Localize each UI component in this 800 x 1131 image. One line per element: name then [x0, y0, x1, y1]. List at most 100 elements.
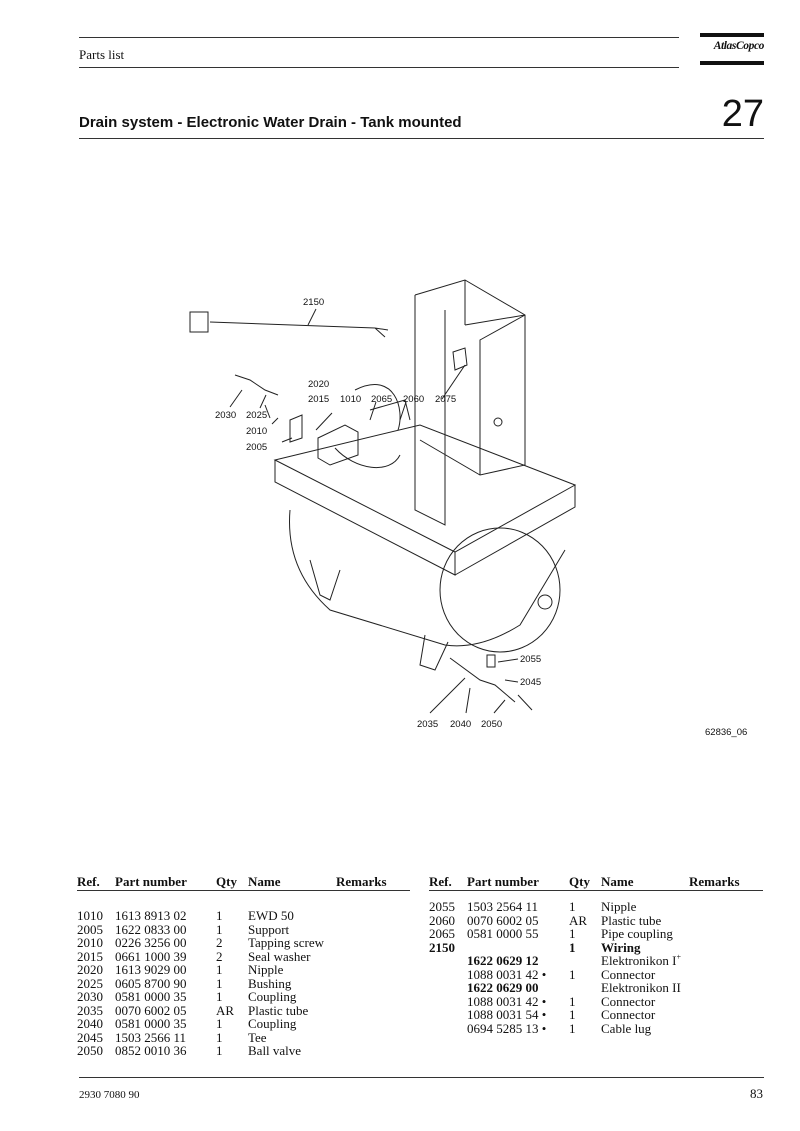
cell-qty: 2 [216, 935, 223, 950]
cell-qty: 1 [216, 1029, 223, 1045]
cell-ref [429, 954, 467, 968]
cell-part-number: 1622 0629 12 [467, 953, 539, 968]
table-header: Ref. Part number Qty Name Remarks [429, 874, 763, 891]
cell-qty [569, 954, 601, 968]
cell-part-number: 0605 8700 90 [115, 975, 187, 991]
cell-name: Nipple [601, 899, 637, 914]
cell-name: Connector [601, 993, 656, 1009]
cell-name: Elektronikon II [601, 980, 681, 995]
cell-name: Nipple [248, 962, 284, 977]
cell-remarks [689, 927, 763, 941]
callout-2045: 2045 [520, 677, 541, 688]
cell-name: Elektronikon I+ [601, 952, 681, 968]
cell-qty: 1 [216, 975, 223, 991]
cell-part-number: 0581 0000 35 [115, 1016, 187, 1031]
cell-remarks [689, 914, 763, 928]
callout-2065: 2065 [371, 394, 392, 405]
col-ref: Ref. [77, 874, 115, 891]
cell-remarks [689, 941, 763, 955]
cell-qty: 1 [216, 1043, 223, 1058]
cell-ref: 2030 [77, 989, 103, 1004]
figure-id: 62836_06 [705, 727, 747, 738]
column [414, 295, 446, 526]
cell-remarks [336, 1031, 410, 1045]
cell-ref: 2025 [77, 975, 103, 991]
footer-rule [79, 1077, 764, 1078]
table-row: 1622 0629 00 Elektronikon II [429, 981, 763, 995]
cell-ref [429, 995, 467, 1009]
col-part-number: Part number [115, 874, 216, 891]
callout-2040: 2040 [450, 719, 471, 730]
cell-part-number: 1622 0629 00 [467, 980, 539, 995]
page-number: 83 [750, 1086, 763, 1101]
drawing-callouts: 2150 2020 2015 1010 2065 2060 2075 2030 … [215, 297, 747, 738]
section-title: Drain system - Electronic Water Drain - … [79, 114, 462, 131]
cell-remarks [336, 950, 410, 964]
cell-remarks [336, 990, 410, 1004]
col-part-number: Part number [467, 874, 569, 891]
cell-part-number: 1613 8913 02 [115, 908, 187, 923]
cell-qty: 2 [216, 948, 223, 964]
cell-name: Tapping screw [248, 935, 324, 950]
doc-number: 2930 7080 90 [79, 1089, 140, 1101]
cell-ref [429, 1022, 467, 1036]
cell-ref: 2150 [429, 939, 455, 955]
brand-logo: AtlasCopco [713, 40, 765, 52]
cell-qty: 1 [216, 989, 223, 1004]
col-remarks: Remarks [689, 874, 763, 891]
cell-part-number: 1088 0031 42 • [467, 966, 547, 982]
logo-bar-top [700, 33, 764, 37]
cell-remarks [336, 977, 410, 991]
section-rule [79, 138, 764, 139]
drain-hose [354, 384, 401, 431]
cell-ref: 2005 [77, 921, 103, 937]
cell-qty: 1 [569, 926, 576, 941]
header-rule-top [79, 37, 679, 38]
cell-ref: 2050 [77, 1043, 103, 1058]
cell-ref [429, 968, 467, 982]
table-row: 1622 0629 12 Elektronikon I+ [429, 952, 763, 968]
cell-ref: 2040 [77, 1016, 103, 1031]
callout-2050: 2050 [481, 719, 502, 730]
cell-ref: 2060 [429, 912, 455, 928]
cell-qty: 1 [569, 966, 576, 982]
cell-remarks [689, 995, 763, 1009]
cell-part-number: 0581 0000 35 [115, 989, 187, 1004]
cell-part-number: 1503 2566 11 [115, 1029, 187, 1045]
col-name: Name [248, 874, 336, 891]
wiring-connector [189, 311, 209, 333]
cell-qty: 1 [216, 908, 223, 923]
cell-ref: 2055 [429, 899, 455, 914]
cell-ref: 2035 [77, 1002, 103, 1018]
cell-qty: 1 [569, 939, 576, 955]
header-rule-bottom [79, 67, 679, 68]
callout-2030: 2030 [215, 410, 236, 421]
left-fitting [234, 374, 279, 396]
cell-part-number: 0070 6002 05 [115, 1002, 187, 1018]
callout-2010: 2010 [246, 426, 267, 437]
cell-qty: 1 [216, 962, 223, 977]
col-remarks: Remarks [336, 874, 410, 891]
cell-name: Plastic tube [601, 912, 662, 928]
tank-foot-left [309, 559, 341, 601]
callout-2015: 2015 [308, 394, 329, 405]
name-superscript: + [676, 952, 681, 962]
cell-remarks [689, 1008, 763, 1022]
col-qty: Qty [216, 874, 248, 891]
cell-name: Support [248, 921, 290, 937]
